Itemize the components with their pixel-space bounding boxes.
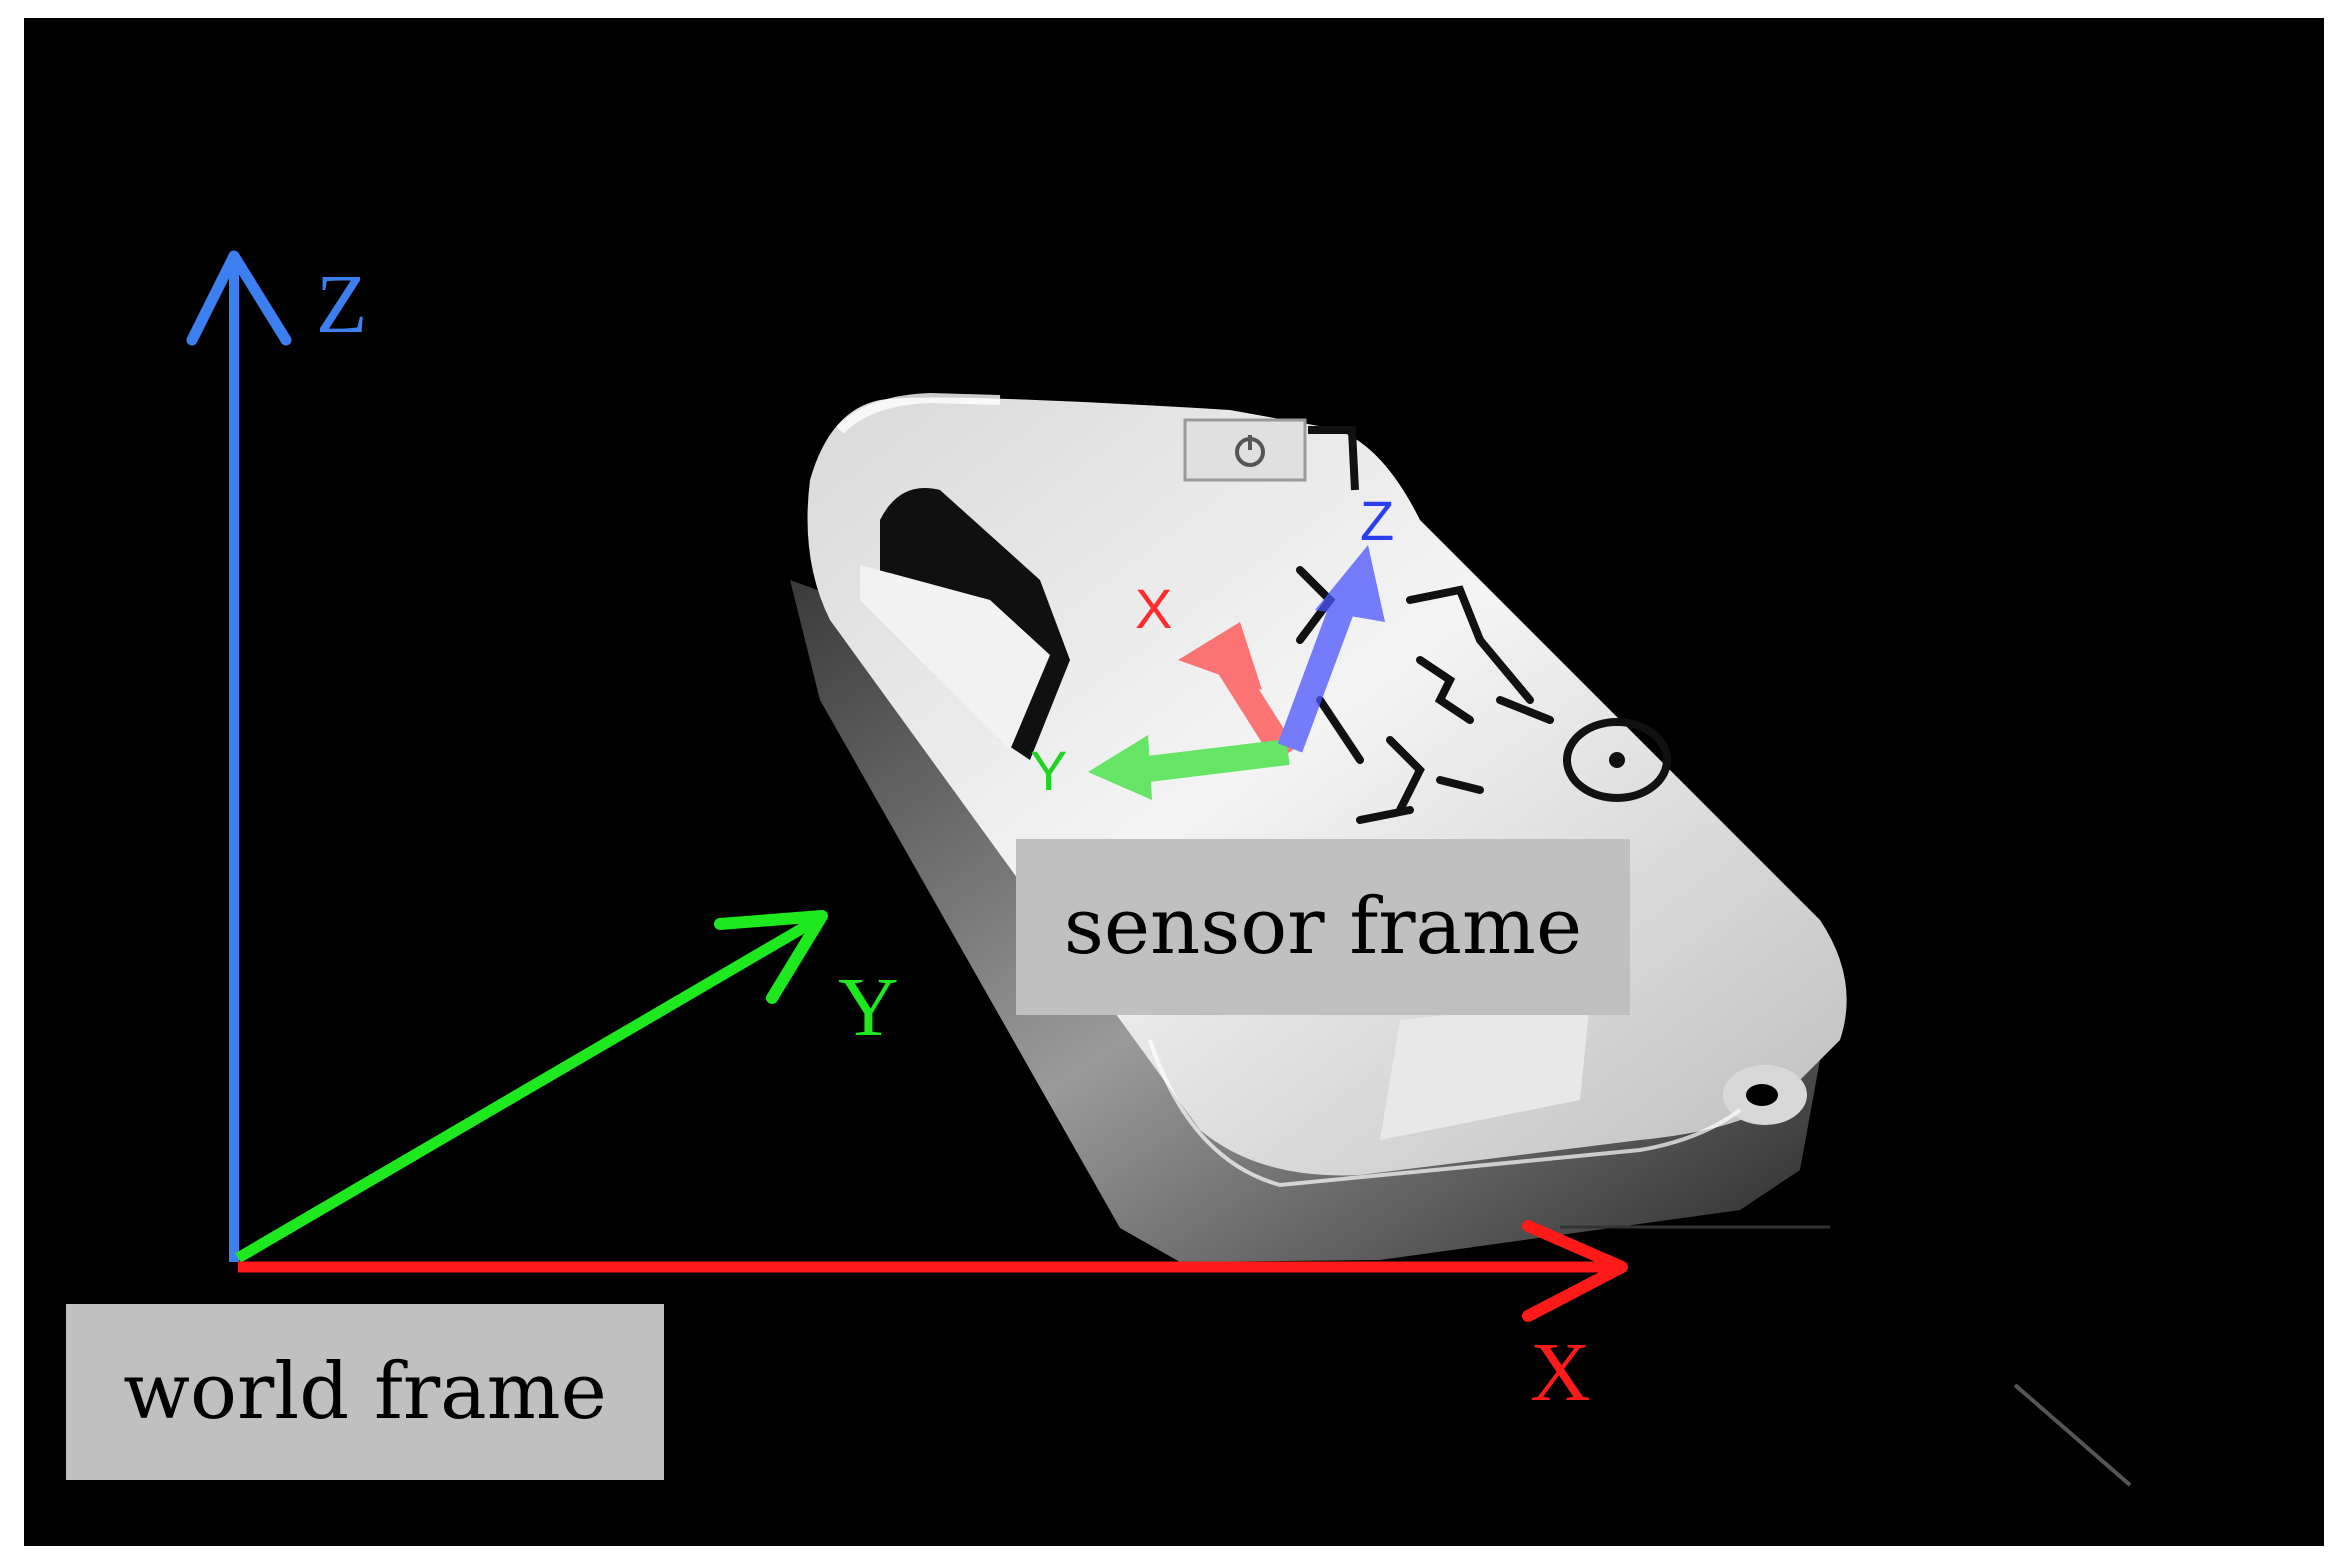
device-rim-line <box>1148 1039 1742 1188</box>
sensor-frame-label: sensor frame <box>1016 839 1630 1015</box>
world-z-axis <box>186 250 292 1262</box>
device-side-slot-insert <box>860 565 1050 750</box>
world-y-axis <box>235 910 828 1263</box>
shadow-streak <box>2013 1383 2132 1487</box>
sensor-x-label: X <box>1135 577 1172 640</box>
world-x-axis <box>238 1220 1628 1322</box>
world-z-label: Z <box>316 258 367 351</box>
sensor-frame-axes <box>1088 545 1385 800</box>
sensor-x-axis <box>1178 622 1296 762</box>
sensor-y-axis <box>1088 735 1290 800</box>
device-printed-marks <box>1296 566 1554 824</box>
device-lanyard-ring <box>1723 1065 1807 1125</box>
world-y-label: Y <box>838 961 899 1054</box>
world-frame-label: world frame <box>66 1304 664 1480</box>
device-logo-circle <box>1563 718 1671 802</box>
world-x-label: X <box>1530 1326 1591 1419</box>
sensor-y-label: Y <box>1030 739 1067 802</box>
sensor-z-axis <box>1277 545 1385 753</box>
sensor-z-label: Z <box>1360 489 1394 552</box>
device-edge-highlight <box>836 392 1001 434</box>
device-power-button <box>1183 418 1359 491</box>
device-strap <box>1380 1000 1590 1140</box>
world-frame-axes <box>186 250 1628 1322</box>
